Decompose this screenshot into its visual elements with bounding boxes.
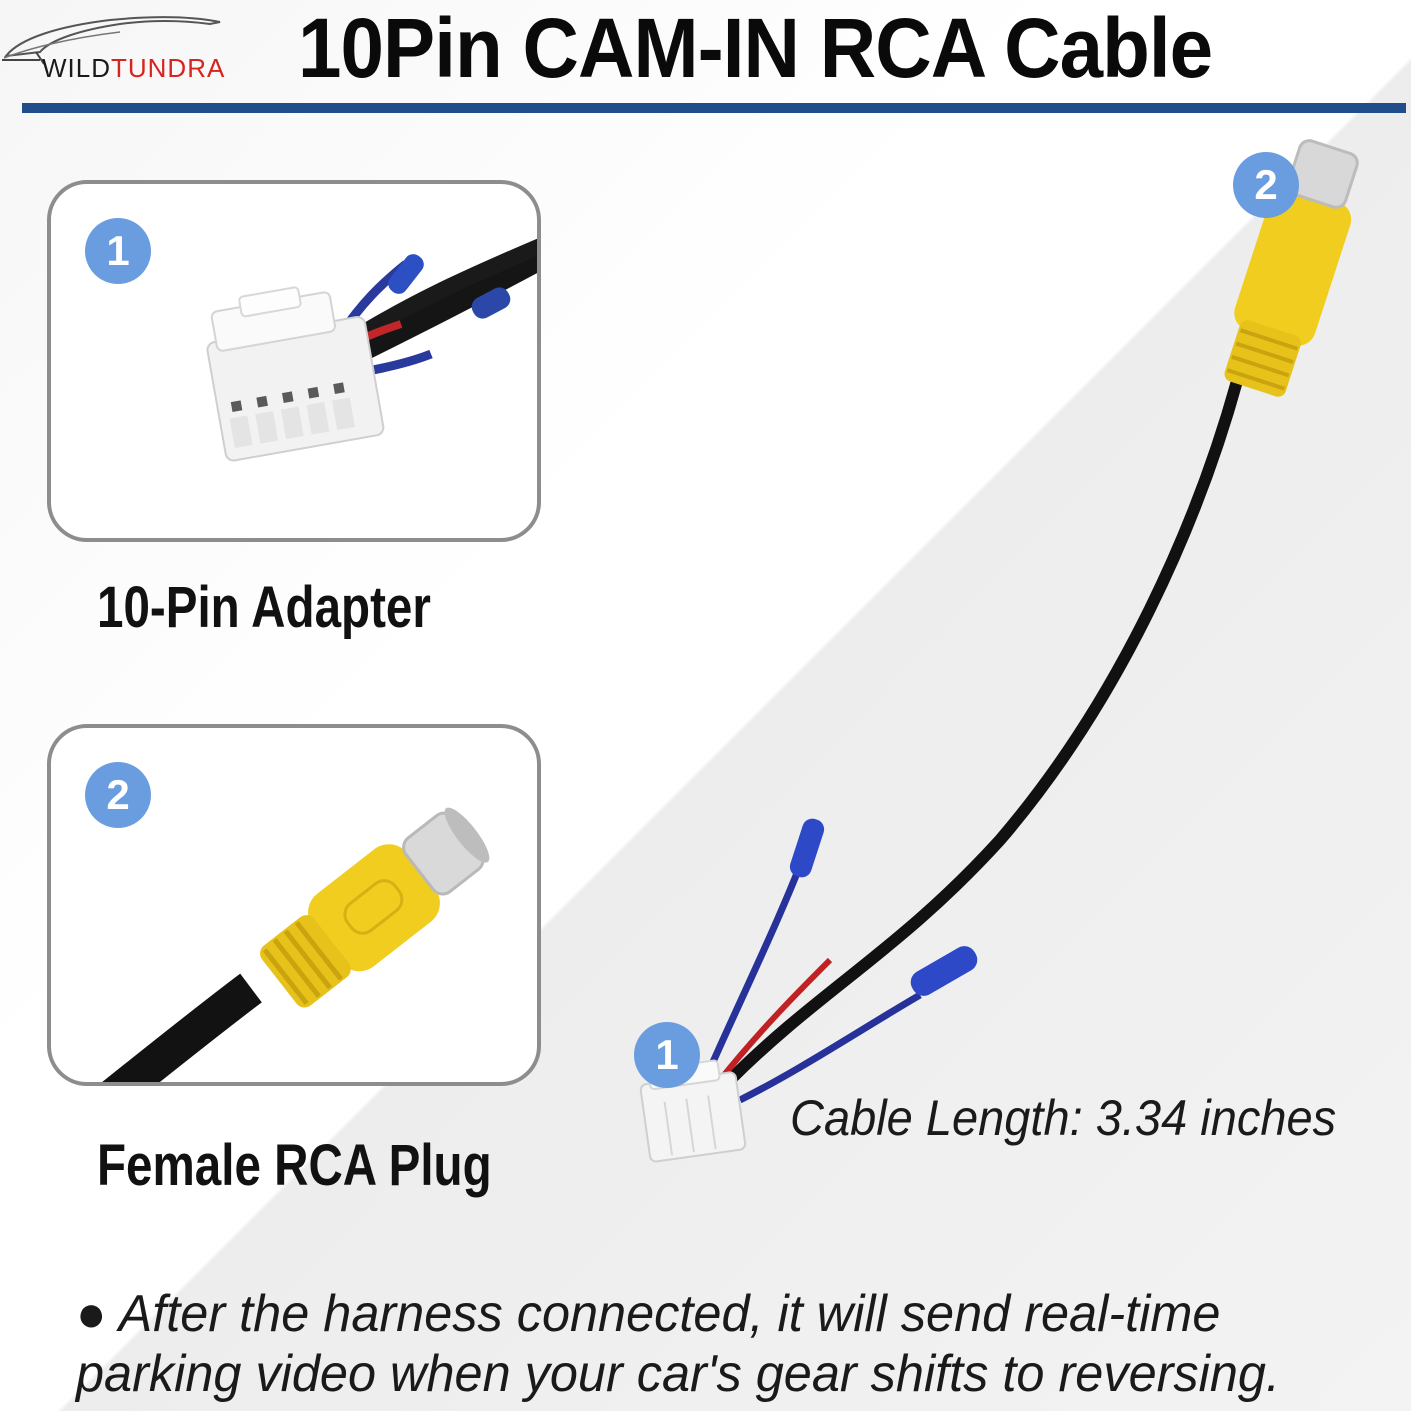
- usage-note-line-1: ● After the harness connected, it will s…: [76, 1285, 1221, 1343]
- panel-number-badge: 2: [85, 762, 151, 828]
- usage-note-line-2: parking video when your car's gear shift…: [76, 1345, 1280, 1403]
- usage-note: ● After the harness connected, it will s…: [76, 1284, 1406, 1404]
- brand-wordmark: WILDTUNDRA: [42, 54, 225, 82]
- connector-photo: [206, 238, 537, 462]
- rca-plug-photo: [102, 807, 490, 1082]
- page-title: 10Pin CAM-IN RCA Cable: [298, 1, 1213, 95]
- panel-label-female-rca-plug: Female RCA Plug: [97, 1133, 492, 1198]
- brand-logo: WILDTUNDRA: [0, 8, 262, 82]
- panel-number-badge: 1: [85, 218, 151, 284]
- brand-part1: WILD: [42, 53, 111, 83]
- rca-end-number-badge: 2: [1233, 152, 1299, 218]
- brand-part2: TUNDRA: [111, 53, 226, 83]
- panel-female-rca-plug: 2: [47, 724, 541, 1086]
- car-silhouette-icon: [2, 16, 221, 65]
- connector-end-number-badge: 1: [634, 1022, 700, 1088]
- title-divider: [22, 103, 1406, 113]
- panel-10pin-adapter: 1: [47, 180, 541, 542]
- panel-label-10pin-adapter: 10-Pin Adapter: [97, 575, 431, 640]
- cable-length-text: Cable Length: 3.34 inches: [790, 1090, 1337, 1146]
